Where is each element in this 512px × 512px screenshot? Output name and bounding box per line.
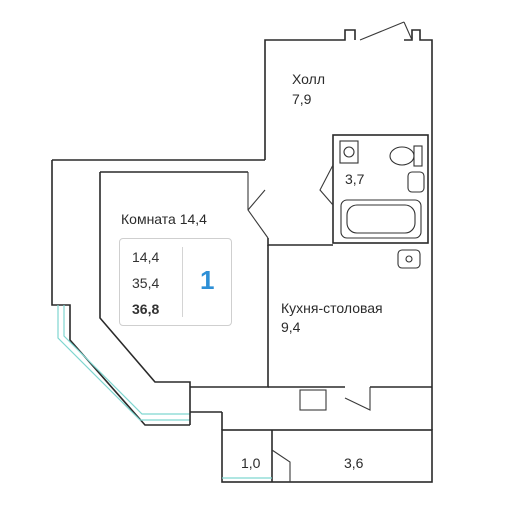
hall-left-wall	[264, 29, 356, 160]
summary-divider	[182, 247, 183, 317]
balcony-outline	[221, 429, 433, 483]
balcony-small-door	[271, 449, 291, 482]
living-door-swing	[247, 172, 269, 239]
kitchen-top-wall	[267, 238, 333, 246]
bathroom-area: 3,7	[345, 171, 365, 187]
left-exterior-wall	[51, 160, 190, 426]
hall-name: Холл	[292, 71, 325, 87]
kitchen-area: 9,4	[281, 319, 301, 335]
balcony-door-swing	[344, 387, 371, 411]
entry-door-swing	[359, 21, 413, 41]
bay-window-glazing-inner	[63, 305, 190, 415]
toilet-tank-icon	[413, 145, 423, 167]
utility-niche	[299, 389, 327, 411]
hall-area: 7,9	[292, 91, 312, 107]
balcony-small-area: 1,0	[241, 455, 261, 471]
bathtub-inner-icon	[346, 204, 416, 234]
summary-kitchen-area: 35,4	[132, 275, 160, 291]
washing-machine-drum-icon	[343, 146, 355, 158]
kitchen-name: Кухня-столовая	[281, 300, 383, 316]
apartment-summary-card: 14,4 35,4 36,8 1	[119, 238, 232, 326]
summary-room-count: 1	[200, 265, 215, 295]
bathroom-door-swing	[319, 164, 334, 206]
bathroom-sink-icon	[407, 171, 425, 193]
bay-window-glazing	[57, 305, 190, 421]
living-room-label: Комната 14,4	[121, 211, 207, 227]
toilet-icon	[389, 146, 415, 166]
living-room-wall	[99, 172, 191, 425]
bathroom-walls	[332, 134, 429, 244]
kitchen-sink-drain-icon	[405, 255, 413, 263]
summary-living-area: 14,4	[132, 249, 160, 265]
balcony-large-area: 3,6	[344, 455, 364, 471]
summary-total-area: 36,8	[132, 301, 160, 317]
